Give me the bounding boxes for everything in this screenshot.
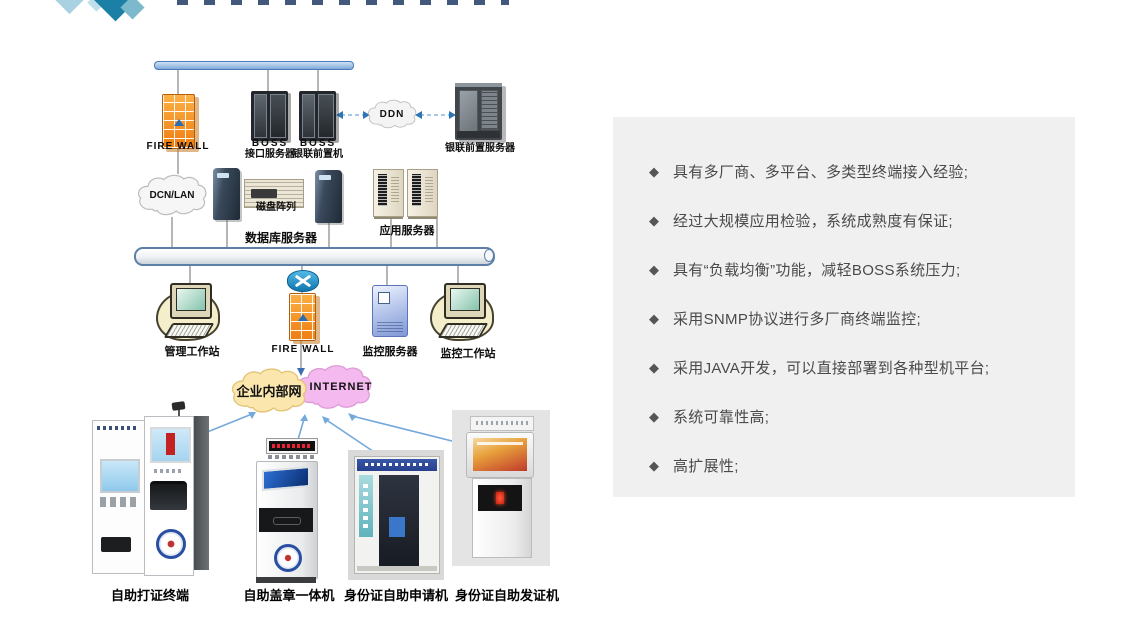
database-tower-2-icon xyxy=(315,170,342,223)
disk-array-label: 磁盘阵列 xyxy=(256,202,296,213)
feature-bullet-text: 采用JAVA开发，可以直接部署到各种型机平台; xyxy=(673,360,990,377)
disk-array-icon xyxy=(244,179,304,208)
internet-cloud-icon: INTERNET xyxy=(294,361,374,413)
intranet-label: 企业内部网 xyxy=(236,384,302,399)
diamond-bullet-icon: ◆ xyxy=(649,262,659,277)
diamond-bullet-icon: ◆ xyxy=(649,409,659,424)
clipped-title-fragments xyxy=(177,0,509,5)
diamond-bullet-icon: ◆ xyxy=(649,360,659,375)
feature-bullet-text: 高扩展性; xyxy=(673,458,739,475)
kiosk-id-apply-image xyxy=(348,450,444,580)
unionpay-front-server-label: 银联前置服务器 xyxy=(445,143,515,154)
boss-unionpay-front-icon xyxy=(299,91,336,141)
feature-bullet-row: ◆ 具有多厂商、多平台、多类型终端接入经验; xyxy=(613,147,1075,196)
kiosk-id-apply-label: 身份证自助申请机 xyxy=(343,588,448,603)
app-server-2-icon xyxy=(407,169,438,217)
feature-bullet-row: ◆ 经过大规模应用检验，系统成熟度有保证; xyxy=(613,196,1075,245)
kiosk-stamp-machine-image xyxy=(252,438,322,583)
database-server-label: 数据库服务器 xyxy=(244,231,317,245)
feature-bullet-row: ◆ 采用SNMP协议进行多厂商终端监控; xyxy=(613,294,1075,343)
feature-bullet-row: ◆ 高扩展性; xyxy=(613,441,1075,490)
diamond-bullet-icon: ◆ xyxy=(649,311,659,326)
app-server-label: 应用服务器 xyxy=(379,225,435,237)
kiosk-print-terminal-image xyxy=(92,401,212,582)
diamond-bullet-icon: ◆ xyxy=(649,213,659,228)
feature-bullet-row: ◆ 采用JAVA开发，可以直接部署到各种型机平台; xyxy=(613,343,1075,392)
feature-bullet-text: 经过大规模应用检验，系统成熟度有保证; xyxy=(673,213,953,230)
firewall-mid-label: FIRE WALL xyxy=(271,344,335,355)
ddn-cloud-icon: DDN xyxy=(366,94,418,134)
feature-bullet-text: 系统可靠性高; xyxy=(673,409,770,426)
feature-bullet-text: 具有多厂商、多平台、多类型终端接入经验; xyxy=(673,164,969,181)
kiosk-id-issue-image xyxy=(452,410,550,566)
feature-bullet-text: 采用SNMP协议进行多厂商终端监控; xyxy=(673,311,921,328)
diamond-bullet-icon: ◆ xyxy=(649,458,659,473)
feature-bullet-text: 具有“负载均衡”功能，减轻BOSS系统压力; xyxy=(673,262,961,279)
firewall-top-label: FIRE WALL xyxy=(146,141,210,152)
monitor-server-label: 监控服务器 xyxy=(362,346,418,358)
feature-bullet-list: ◆ 具有多厂商、多平台、多类型终端接入经验; ◆ 经过大规模应用检验，系统成熟度… xyxy=(613,147,1075,490)
unionpay-front-server-icon xyxy=(455,83,502,140)
router-icon xyxy=(287,270,319,292)
boss-unionpay-front-label: BOSS 银联前置机 xyxy=(293,138,343,160)
dcn-lan-label: DCN/LAN xyxy=(149,189,195,201)
boss-interface-server-icon xyxy=(251,91,288,141)
boss-interface-server-label: BOSS 接口服务器 xyxy=(245,138,295,160)
monitor-server-icon xyxy=(372,285,408,337)
firewall-top-icon xyxy=(162,94,195,149)
diamond-bullet-icon: ◆ xyxy=(649,164,659,179)
kiosk-stamp-machine-label: 自助盖章一体机 xyxy=(243,588,335,603)
monitor-workstation-label: 监控工作站 xyxy=(440,348,496,360)
network-bus-top xyxy=(154,61,354,70)
network-bus-bottom xyxy=(134,247,495,266)
dcn-lan-cloud-icon: DCN/LAN xyxy=(135,171,209,219)
feature-bullet-row: ◆ 具有“负载均衡”功能，减轻BOSS系统压力; xyxy=(613,245,1075,294)
management-workstation-icon xyxy=(156,283,220,341)
internet-label: INTERNET xyxy=(309,381,373,393)
feature-panel: ◆ 具有多厂商、多平台、多类型终端接入经验; ◆ 经过大规模应用检验，系统成熟度… xyxy=(613,117,1075,497)
kiosk-id-issue-label: 身份证自助发证机 xyxy=(454,588,559,603)
app-server-1-icon xyxy=(373,169,404,217)
monitor-workstation-icon xyxy=(430,283,494,341)
database-tower-1-icon xyxy=(213,168,240,220)
management-workstation-label: 管理工作站 xyxy=(164,346,220,358)
kiosk-print-terminal-label: 自助打证终端 xyxy=(110,588,189,603)
feature-bullet-row: ◆ 系统可靠性高; xyxy=(613,392,1075,441)
ddn-label: DDN xyxy=(379,108,405,120)
intranet-cloud-icon: 企业内部网 xyxy=(221,367,317,414)
firewall-mid-icon xyxy=(289,293,316,341)
